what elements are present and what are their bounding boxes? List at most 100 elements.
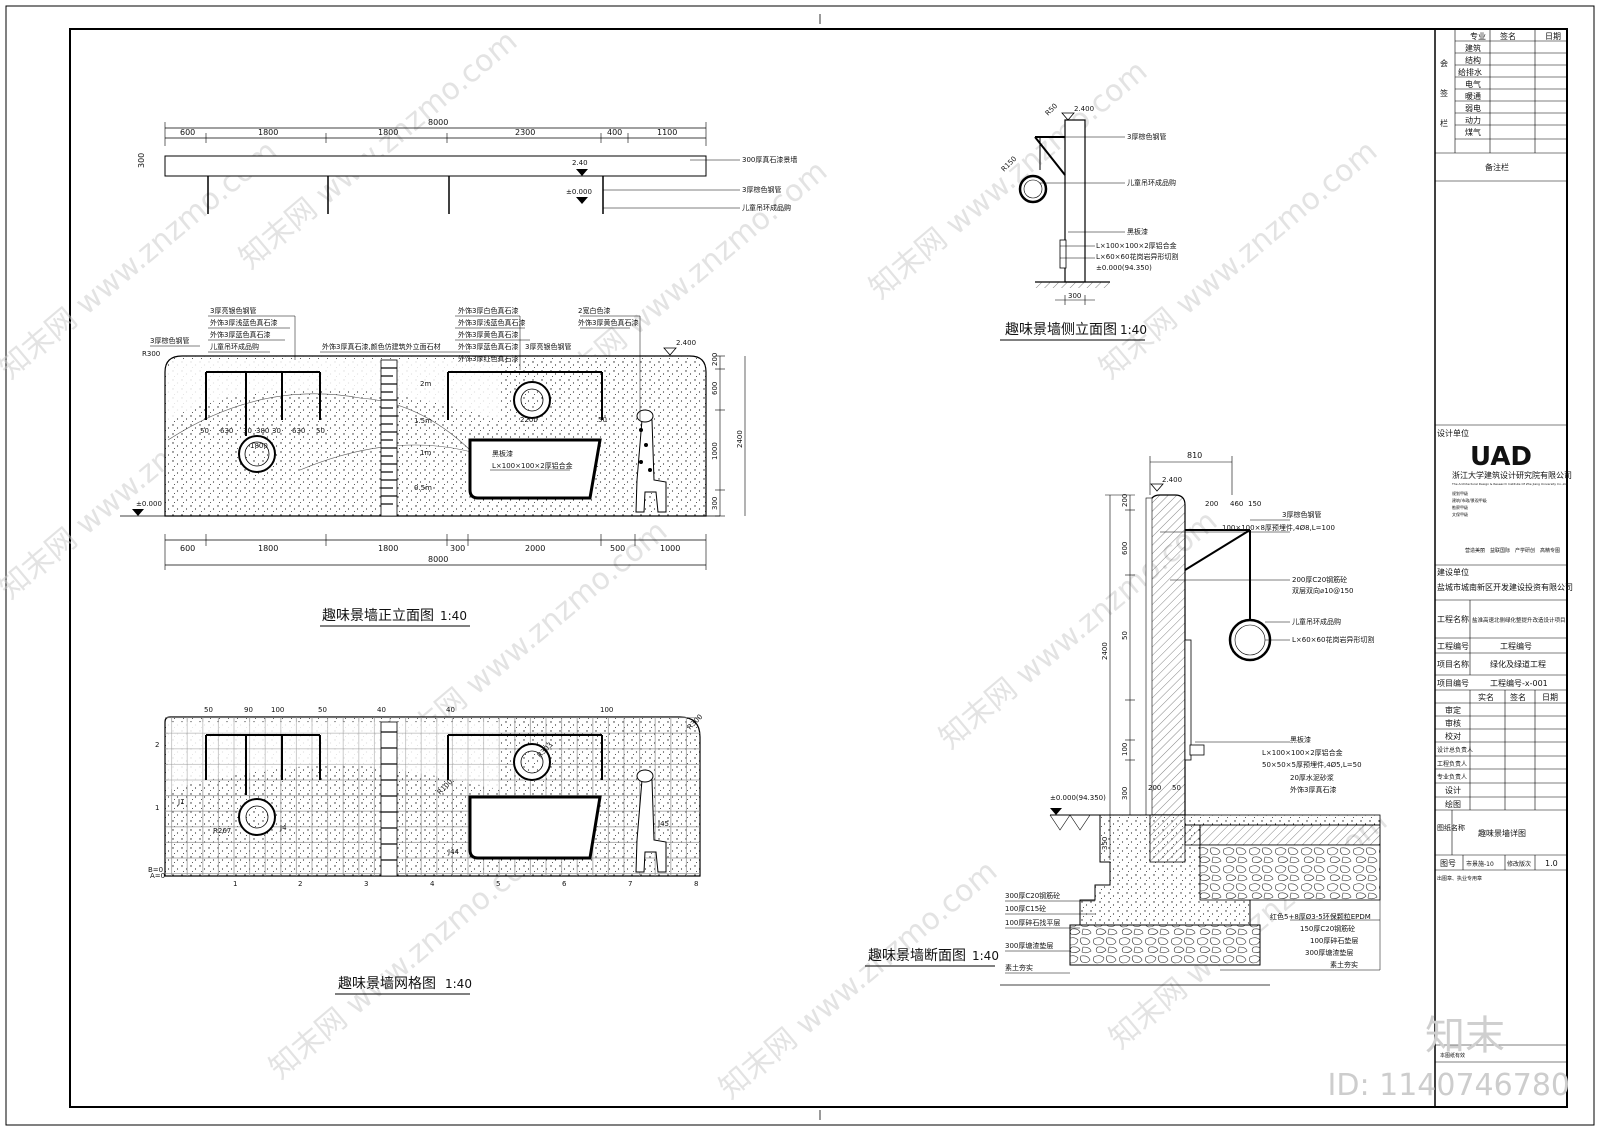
label-left: 外饰3厚蓝色真石漆 bbox=[210, 330, 270, 339]
side-label: 黑板漆 bbox=[1127, 227, 1148, 236]
company-name-en: The Architectural Design & Research Inst… bbox=[1451, 482, 1568, 486]
label-brown-pipe: 3厚棕色钢管 bbox=[150, 336, 189, 345]
side-label: L×60×60花岗岩异形切割 bbox=[1096, 252, 1178, 261]
plan-dim: 2300 bbox=[515, 128, 535, 137]
height-dim: 200 bbox=[711, 353, 719, 366]
sign-header: 专业 bbox=[1470, 31, 1486, 41]
role-header: 日期 bbox=[1542, 693, 1558, 702]
side-view: 2.400 R50 R150 3厚棕色钢管 儿童吊环成品购 黑板漆 L×100×… bbox=[1000, 102, 1178, 341]
section-label-left: 100厚碎石找平层 bbox=[1005, 918, 1060, 927]
discipline: 建筑 bbox=[1465, 43, 1481, 53]
job-no-label: 工程编号 bbox=[1437, 641, 1469, 651]
bottom-dim: 1800 bbox=[258, 544, 278, 553]
side-base-dim: 300 bbox=[1068, 292, 1081, 300]
bottom-dim: 1000 bbox=[660, 544, 680, 553]
grid-y-label: 1 bbox=[155, 804, 159, 812]
front-elevation: ±0.000 R300 50 630 30 380 30 630 50 1800 bbox=[120, 306, 746, 627]
section-label-right: 双层双向⌀10@150 bbox=[1292, 586, 1353, 595]
role: 设计总负责人 bbox=[1437, 746, 1473, 754]
inner-dim: 380 bbox=[256, 427, 269, 435]
grid-top-dim: 100 bbox=[600, 706, 613, 714]
cert: 勘察甲级 bbox=[1452, 504, 1468, 510]
drawing-name-label: 图纸名称 bbox=[1437, 823, 1465, 832]
section-height: 50 bbox=[1121, 631, 1129, 640]
discipline: 动力 bbox=[1465, 115, 1481, 125]
label-left: 3厚亮银色钢管 bbox=[210, 306, 256, 315]
section-dim-200: 200 bbox=[1148, 784, 1161, 792]
section-label-left: 100厚C15砼 bbox=[1005, 904, 1046, 913]
section-label-bottom: 100厚碎石垫层 bbox=[1310, 936, 1358, 945]
discipline: 结构 bbox=[1465, 55, 1481, 65]
plan-dim: 600 bbox=[180, 128, 195, 137]
drawing-frame bbox=[69, 28, 1568, 1108]
footer-tag: 营造美丽 bbox=[1465, 547, 1485, 554]
grid-j-label: J44 bbox=[447, 848, 460, 856]
bottom-dim: 2000 bbox=[525, 544, 545, 553]
item-no-label: 项目编号 bbox=[1437, 678, 1469, 688]
inner-dim: 50 bbox=[316, 427, 325, 435]
role: 设计 bbox=[1445, 785, 1461, 795]
inner-dim: 30 bbox=[272, 427, 281, 435]
label-left: 外饰3厚浅蓝色真石漆 bbox=[210, 318, 277, 327]
grid-scale: 1:40 bbox=[445, 977, 472, 991]
section-subdim: 150 bbox=[1248, 500, 1261, 508]
section-height: 200 bbox=[1121, 494, 1129, 507]
section-view: 810 2.400 200 460 150 bbox=[865, 451, 1381, 986]
ruler-label: 1m bbox=[420, 449, 431, 457]
front-scale: 1:40 bbox=[440, 609, 467, 623]
front-level-000: ±0.000 bbox=[136, 500, 162, 508]
inner-dim: 630 bbox=[220, 427, 233, 435]
level-000: ±0.000 bbox=[566, 188, 592, 196]
label-silver-pipe: 3厚亮银色钢管 bbox=[525, 342, 571, 351]
section-label-right: 外饰3厚真石漆 bbox=[1290, 785, 1336, 794]
height-dim: 1000 bbox=[711, 442, 719, 460]
ring-dim: 2200 bbox=[520, 416, 538, 424]
job-no: 工程编号 bbox=[1500, 641, 1532, 651]
role: 校对 bbox=[1445, 731, 1461, 741]
grid-x-label: 8 bbox=[694, 880, 698, 888]
footer-tag: 高精专图 bbox=[1540, 547, 1560, 554]
level-240: 2.40 bbox=[572, 159, 588, 167]
label-mid: 外饰3厚白色真石漆 bbox=[458, 306, 518, 315]
section-label-bottom: 红色5+8厚Ø3-5环保颗粒EPDM bbox=[1270, 912, 1371, 921]
inner-dim: 50 bbox=[200, 427, 209, 435]
section-level-base: ±0.000(94.350) bbox=[1050, 794, 1106, 802]
section-label-right: 50×50×5厚预埋件,4Ø5,L=50 bbox=[1262, 760, 1362, 769]
watermark-text: 知末网 www.znzmo.com bbox=[233, 24, 524, 276]
section-height: 2400 bbox=[1101, 642, 1109, 660]
side-level: 2.400 bbox=[1074, 105, 1094, 113]
inner-dim: 30 bbox=[243, 427, 252, 435]
grid-top-dim: 50 bbox=[204, 706, 213, 714]
height-dim: 600 bbox=[711, 382, 719, 395]
plan-label: 3厚棕色钢管 bbox=[742, 185, 781, 194]
section-label-right: 100×100×8厚预埋件,4Ø8,L=100 bbox=[1222, 523, 1335, 532]
section-label-left: 300厚C20钢筋砼 bbox=[1005, 891, 1060, 900]
grid-x-label: A=0 bbox=[150, 872, 165, 880]
section-label-right: 黑板漆 bbox=[1290, 735, 1311, 744]
sign-side: 签 bbox=[1440, 88, 1448, 98]
section-height: 100 bbox=[1121, 743, 1129, 756]
section-dim-50: 50 bbox=[1172, 784, 1181, 792]
sign-header: 签名 bbox=[1500, 31, 1516, 41]
title-block: 专业 签名 日期 会 签 栏 建筑 结构 给排水 电气 暖通 弱电 动力 煤气 … bbox=[1434, 29, 1573, 1107]
board-frame-label: L×100×100×2厚铝合金 bbox=[492, 461, 573, 470]
brand-watermark: 知末 bbox=[1425, 1013, 1505, 1059]
ruler-label: 2m bbox=[420, 380, 431, 388]
cert: 规划甲级 bbox=[1452, 490, 1468, 496]
section-label-right: 儿童吊环成品购 bbox=[1292, 617, 1341, 626]
section-label-left: 300厚塘渣垫层 bbox=[1005, 941, 1053, 950]
plan-dim: 1800 bbox=[378, 128, 398, 137]
label-right: 2宽白色漆 bbox=[578, 306, 610, 315]
bottom-dim: 600 bbox=[180, 544, 195, 553]
company-name: 浙江大学建筑设计研究院有限公司 bbox=[1452, 470, 1572, 480]
section-height: 300 bbox=[1121, 787, 1129, 800]
grid-top-dim: 40 bbox=[377, 706, 386, 714]
label-left: 儿童吊环成品购 bbox=[210, 342, 259, 351]
stamp-note: 出图章、执业专用章 bbox=[1437, 875, 1482, 882]
id-tag: ID: 1140746780 bbox=[1327, 1068, 1570, 1103]
item-name: 绿化及绿道工程 bbox=[1490, 659, 1546, 669]
discipline: 电气 bbox=[1465, 79, 1481, 89]
footer-tag: 益联国际 bbox=[1490, 547, 1510, 554]
section-top-dim: 810 bbox=[1187, 451, 1202, 460]
